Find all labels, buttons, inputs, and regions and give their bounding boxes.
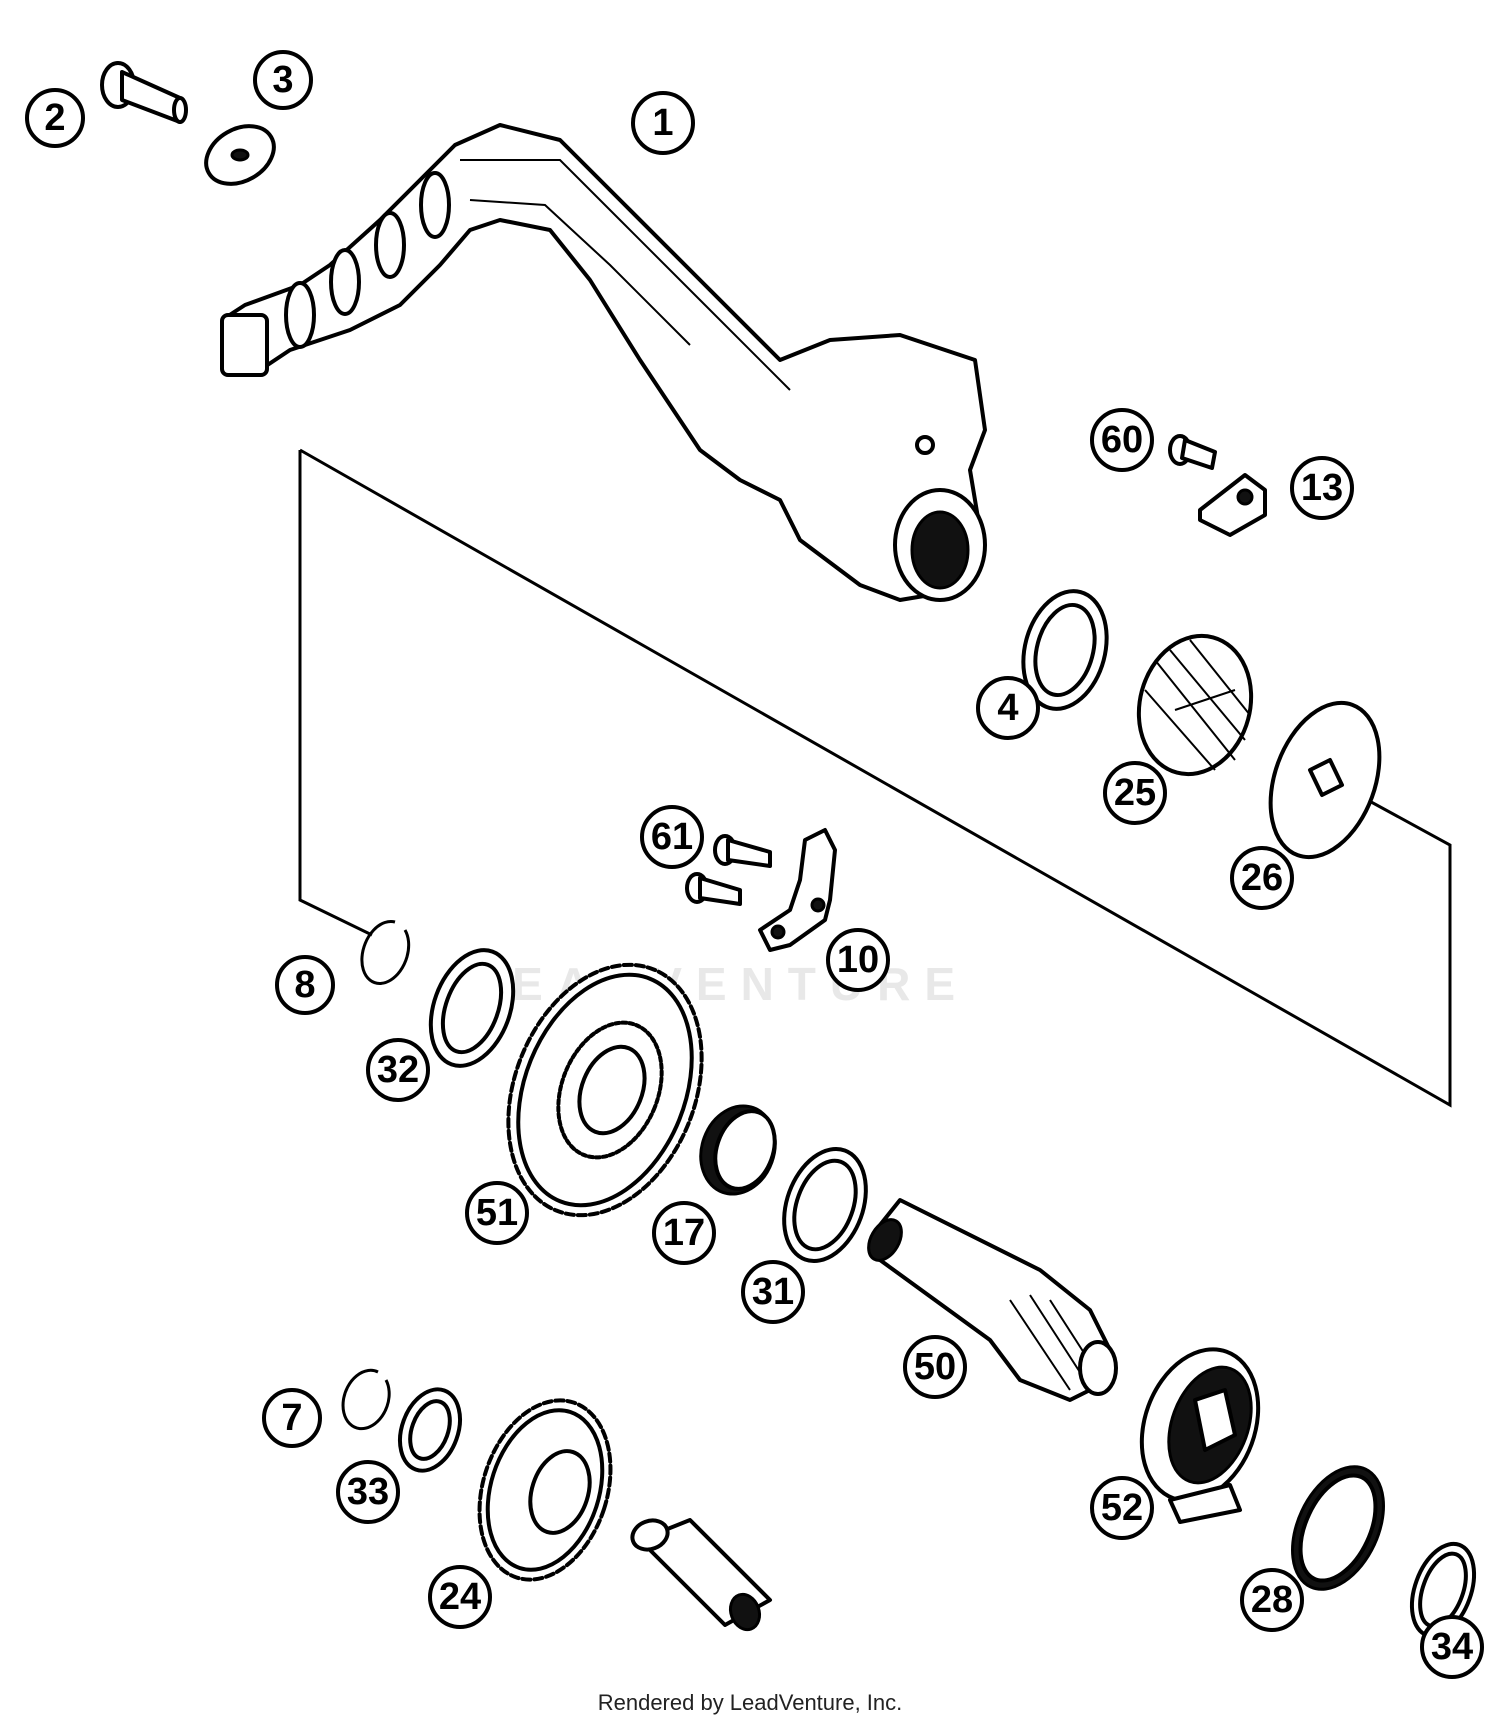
callout-52: 52 bbox=[1090, 1476, 1154, 1540]
callout-13: 13 bbox=[1290, 456, 1354, 520]
bolts-part-61 bbox=[685, 834, 772, 906]
callout-32: 32 bbox=[366, 1038, 430, 1102]
disc-part-26 bbox=[1268, 700, 1382, 860]
svg-text:25: 25 bbox=[1114, 772, 1156, 814]
svg-text:31: 31 bbox=[752, 1271, 794, 1313]
svg-text:51: 51 bbox=[476, 1192, 518, 1234]
callout-25: 25 bbox=[1103, 761, 1167, 825]
svg-text:4: 4 bbox=[997, 687, 1018, 729]
circlip-part-8 bbox=[360, 919, 411, 985]
svg-text:17: 17 bbox=[663, 1212, 705, 1254]
washer-part-3 bbox=[204, 124, 276, 186]
washer-part-34 bbox=[1409, 1541, 1477, 1639]
svg-text:61: 61 bbox=[651, 816, 693, 858]
callout-3: 3 bbox=[253, 50, 313, 110]
callout-50: 50 bbox=[903, 1335, 967, 1399]
washer-part-33 bbox=[398, 1387, 462, 1473]
pin-part bbox=[100, 61, 188, 124]
svg-text:28: 28 bbox=[1251, 1579, 1293, 1621]
callout-31: 31 bbox=[741, 1260, 805, 1324]
watermark: LEADVENTURE bbox=[470, 958, 969, 1010]
callout-4: 4 bbox=[976, 676, 1040, 740]
kick-shaft-part-50 bbox=[867, 1198, 1118, 1402]
svg-text:34: 34 bbox=[1431, 1626, 1473, 1668]
callout-26: 26 bbox=[1230, 846, 1294, 910]
callout-17: 17 bbox=[652, 1201, 716, 1265]
callout-1: 1 bbox=[631, 91, 695, 155]
bushing-part bbox=[630, 1518, 772, 1632]
callout-60: 60 bbox=[1090, 408, 1154, 472]
callout-28: 28 bbox=[1240, 1568, 1304, 1632]
callout-10: 10 bbox=[826, 928, 890, 992]
svg-text:24: 24 bbox=[439, 1576, 481, 1618]
washer-part-31 bbox=[782, 1146, 868, 1264]
callout-8: 8 bbox=[275, 955, 335, 1015]
circlip-part-7 bbox=[341, 1368, 391, 1431]
callout-2: 2 bbox=[25, 88, 85, 148]
callout-24: 24 bbox=[428, 1565, 492, 1629]
svg-text:8: 8 bbox=[294, 964, 315, 1006]
svg-text:32: 32 bbox=[377, 1049, 419, 1091]
ratchet-guide-part-10 bbox=[758, 828, 837, 952]
callout-34: 34 bbox=[1420, 1615, 1484, 1679]
callout-51: 51 bbox=[465, 1181, 529, 1245]
svg-text:13: 13 bbox=[1301, 467, 1343, 509]
needle-bearing-part-17 bbox=[699, 1104, 777, 1196]
svg-text:52: 52 bbox=[1101, 1487, 1143, 1529]
callout-61: 61 bbox=[640, 805, 704, 869]
svg-text:50: 50 bbox=[914, 1346, 956, 1388]
gear-part-24 bbox=[477, 1398, 613, 1582]
spring-ring-part-28 bbox=[1291, 1465, 1385, 1591]
svg-text:60: 60 bbox=[1101, 419, 1143, 461]
svg-text:26: 26 bbox=[1241, 857, 1283, 899]
svg-text:7: 7 bbox=[281, 1397, 302, 1439]
gear-part-51 bbox=[506, 962, 704, 1218]
washer-part-32 bbox=[428, 948, 516, 1068]
svg-text:33: 33 bbox=[347, 1471, 389, 1513]
svg-text:2: 2 bbox=[44, 97, 65, 139]
svg-text:1: 1 bbox=[652, 102, 673, 144]
svg-text:3: 3 bbox=[272, 59, 293, 101]
ratchet-part-52 bbox=[1139, 1347, 1261, 1524]
callout-33: 33 bbox=[336, 1460, 400, 1524]
bolt-part-60 bbox=[1168, 434, 1217, 470]
kick-lever-part bbox=[220, 123, 987, 602]
washer-part-4 bbox=[1021, 589, 1109, 711]
assembly-outline bbox=[298, 448, 1452, 1108]
credit-line: Rendered by LeadVenture, Inc. bbox=[597, 1690, 903, 1715]
spring-part-25 bbox=[1136, 633, 1254, 777]
lock-plate-part-13 bbox=[1198, 473, 1267, 537]
svg-text:10: 10 bbox=[837, 939, 879, 981]
callout-7: 7 bbox=[262, 1388, 322, 1448]
